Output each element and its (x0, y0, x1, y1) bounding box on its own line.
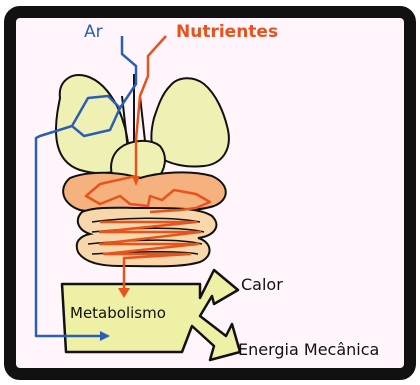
label-calor: Calor (241, 277, 283, 293)
label-metabolismo: Metabolismo (70, 306, 166, 321)
label-nutrientes: Nutrientes (176, 24, 278, 41)
label-ar: Ar (84, 24, 103, 41)
label-energia-mecanica: Energia Mecânica (238, 342, 379, 358)
